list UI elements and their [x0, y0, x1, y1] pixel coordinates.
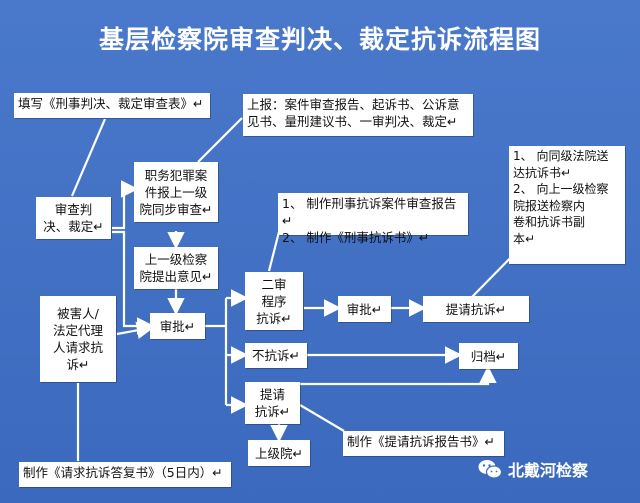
box-fill-review-form: 填写《刑事判决、裁定审查表》↵ — [14, 93, 210, 118]
box-send-court-documents: 1、 向同级法院送 达抗诉书↵ 2、 向上一级检察 院报送检察内 卷和抗诉书副 … — [509, 146, 625, 264]
box-review-judgment: 审查判 决、裁定↵ — [36, 197, 111, 239]
box-approval-second: 审批↵ — [338, 296, 391, 322]
box-request-protest: 提请抗诉↵ — [423, 296, 529, 322]
wechat-icon — [478, 458, 503, 480]
box-approval: 审批↵ — [150, 313, 205, 339]
diagram-title: 基层检察院审查判决、裁定抗诉流程图 — [98, 25, 541, 54]
box-report-materials: 上报：案件审查报告、起诉书、公诉意 见书、量刑建议书、一审判决、裁定↵ — [243, 94, 473, 136]
box-superior-court: 上级院↵ — [248, 440, 310, 466]
box-make-protest-report: 制作《提请抗诉报告书》↵ — [343, 431, 504, 456]
watermark-text: 北戴河检察 — [508, 461, 589, 480]
box-archive: 归档↵ — [459, 343, 518, 369]
watermark: 北戴河检察 — [478, 454, 638, 484]
box-no-protest: 不抗诉↵ — [245, 343, 307, 368]
box-make-protest-documents: 1、 制作刑事抗诉案件审查报告↵ 2、 制作《刑事抗诉书》↵ — [278, 193, 468, 245]
box-duty-crime-report: 职务犯罪案 件报上一级 院同步审查↵ — [134, 162, 218, 222]
box-victim-request: 被害人/ 法定代理 人请求抗 诉↵ — [40, 296, 116, 382]
box-propose-protest: 提请 抗诉↵ — [245, 382, 300, 424]
box-second-instance-protest: 二审 程序 抗诉↵ — [245, 272, 303, 330]
box-make-reply: 制作《请求抗诉答复书》（5日内）↵ — [19, 462, 231, 487]
box-superior-opinion: 上一级检察 院提出意见↵ — [134, 247, 218, 289]
